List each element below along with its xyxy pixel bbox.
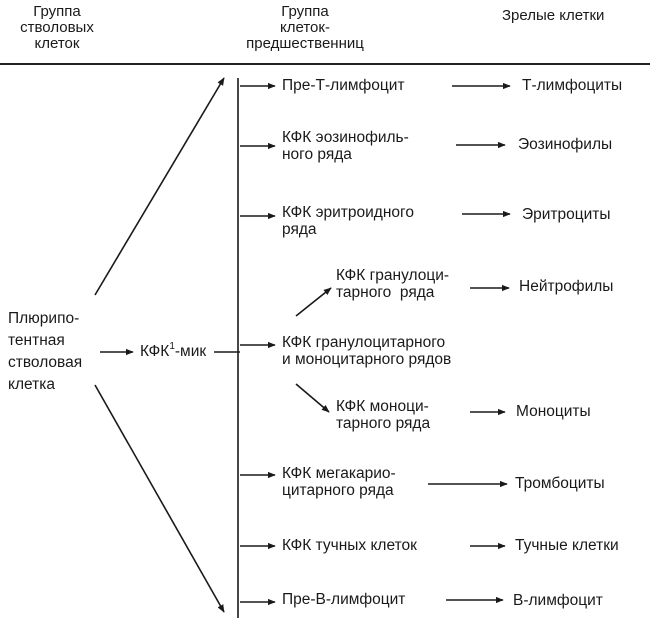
progenitor-eosinophil: КФК эозинофиль- ного ряда xyxy=(282,129,409,163)
progenitor-megakaryo-line1: КФК мегакарио- xyxy=(282,465,396,482)
sub-progenitor-monocyte-line2: тарного ряда xyxy=(336,415,431,432)
kfk-mik-label: КФК1-мик xyxy=(140,340,207,360)
sub-progenitor-granulocyte-line2: тарного ряда xyxy=(336,284,435,301)
kfk-mik-prefix: КФК xyxy=(140,343,170,360)
progenitor-eosinophil-line2: ного ряда xyxy=(282,146,352,163)
header-stem-line3: клеток xyxy=(34,35,80,52)
sub-progenitor-monocyte-line1: КФК моноци- xyxy=(336,398,429,415)
header-progenitor-line2: клеток- xyxy=(280,19,330,36)
kfk-mik-superscript: 1 xyxy=(169,340,175,352)
mature-mast-cells: Тучные клетки xyxy=(515,537,619,554)
mature-eosinophils: Эозинофилы xyxy=(518,136,613,153)
mature-neutrophils: Нейтрофилы xyxy=(519,278,614,295)
progenitor-erythroid-line1: КФК эритроидного xyxy=(282,204,414,221)
sub-progenitor-granulocyte-line1: КФК гранулоци- xyxy=(336,267,450,284)
header-progenitors: Группа клеток- предшественниц xyxy=(240,4,370,52)
arrow-stem-to-bottom xyxy=(94,384,225,613)
progenitor-mast-line1: КФК тучных клеток xyxy=(282,537,417,554)
progenitor-megakaryo-line2: цитарного ряда xyxy=(282,482,394,499)
progenitor-eosinophil-line1: КФК эозинофиль- xyxy=(282,129,409,146)
arrow-to-granulocyte-sub xyxy=(295,287,332,317)
mature-erythrocytes: Эритроциты xyxy=(522,206,611,223)
stem-cell-line2: тентная xyxy=(8,332,65,349)
progenitor-pre-b: Пре-В-лимфоцит xyxy=(282,591,405,608)
mature-b-lymphocyte: В-лимфоцит xyxy=(513,592,603,609)
header-progenitor-line1: Группа xyxy=(281,3,329,20)
header-stem-cells: Группа стволовых клеток xyxy=(12,4,102,52)
header-stem-line1: Группа xyxy=(33,3,81,20)
header-mature-cells: Зрелые клетки xyxy=(502,7,605,24)
mature-platelets: Тромбоциты xyxy=(515,475,605,492)
progenitor-pre-t: Пре-Т-лимфоцит xyxy=(282,77,405,94)
progenitor-mast: КФК тучных клеток xyxy=(282,537,417,554)
header-divider xyxy=(0,63,650,65)
progenitor-erythroid-line2: ряда xyxy=(282,221,317,238)
progenitor-granulo-mono: КФК гранулоцитарного и моноцитарного ряд… xyxy=(282,334,451,368)
progenitor-erythroid: КФК эритроидного ряда xyxy=(282,204,414,238)
progenitor-megakaryo: КФК мегакарио- цитарного ряда xyxy=(282,465,396,499)
progenitor-granulo-mono-line1: КФК гранулоцитарного xyxy=(282,334,446,351)
arrow-stem-to-top xyxy=(94,77,225,296)
stem-cell-label: Плюрипо- тентная стволовая клетка xyxy=(8,308,82,396)
progenitor-granulo-mono-line2: и моноцитарного рядов xyxy=(282,351,452,368)
stem-cell-line4: клетка xyxy=(8,376,55,393)
mature-monocytes: Моноциты xyxy=(516,403,591,420)
stem-cell-line1: Плюрипо- xyxy=(8,310,80,327)
progenitor-pre-b-line1: Пре-В-лимфоцит xyxy=(282,591,406,608)
header-stem-line2: стволовых xyxy=(20,19,94,36)
arrow-to-monocyte-sub xyxy=(295,383,330,413)
kfk-mik-suffix: -мик xyxy=(174,343,207,360)
sub-progenitor-granulocyte: КФК гранулоци- тарного ряда xyxy=(336,267,449,301)
sub-progenitor-monocyte: КФК моноци- тарного ряда xyxy=(336,398,430,432)
stem-cell-line3: стволовая xyxy=(8,354,83,371)
header-progenitor-line3: предшественниц xyxy=(246,35,364,52)
mature-t-lymphocytes: Т-лимфоциты xyxy=(522,77,623,94)
progenitor-pre-t-line1: Пре-Т-лимфоцит xyxy=(282,77,405,94)
